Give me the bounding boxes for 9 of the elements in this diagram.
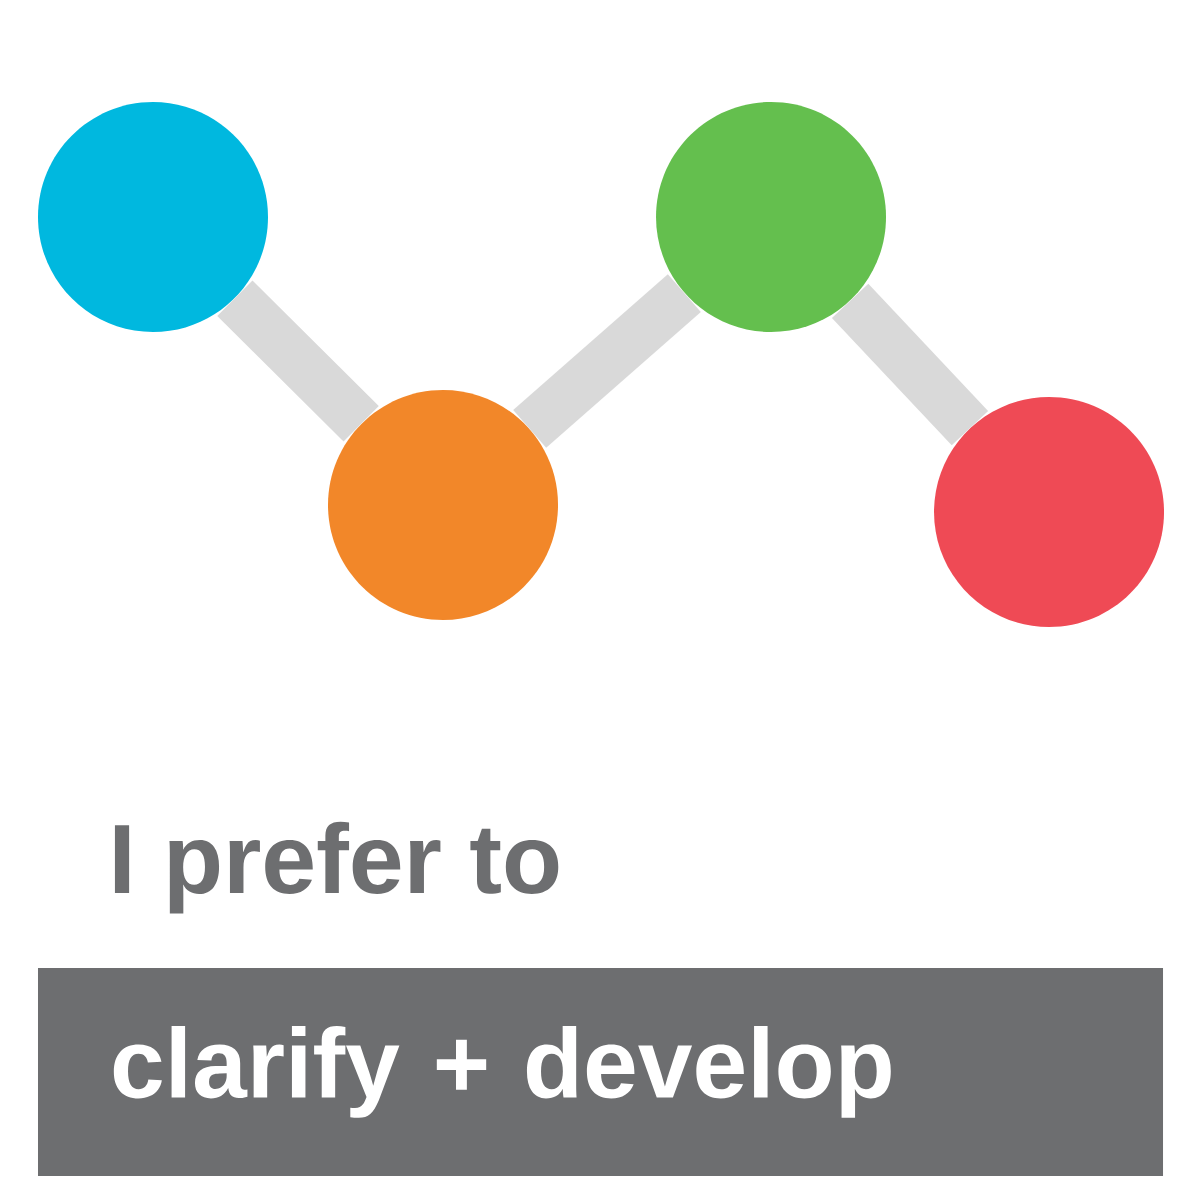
circle xyxy=(38,102,268,332)
circle xyxy=(328,390,558,620)
connector xyxy=(513,274,701,448)
connector xyxy=(831,283,989,446)
connector xyxy=(217,280,379,442)
circle xyxy=(934,397,1164,627)
heading-text: I prefer to xyxy=(114,821,559,914)
text-band: clarify + develop xyxy=(38,968,1163,1176)
circle xyxy=(656,102,886,332)
